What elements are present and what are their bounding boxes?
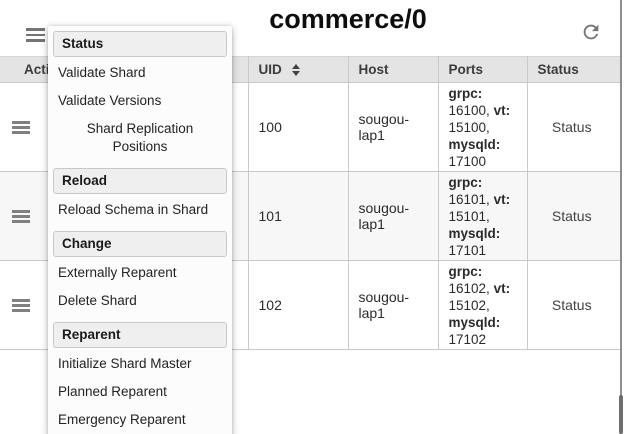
port-value: 16101, [448,191,490,207]
port-value: 17102 [448,331,487,347]
port-value: 17101 [448,242,487,258]
hamburger-menu-icon[interactable] [26,28,45,42]
status-link[interactable]: Status [526,82,620,172]
port-value: 15100, [448,119,490,135]
status-link[interactable]: Status [526,171,620,261]
uid-cell: 100 [247,82,348,172]
menu-section-header-reparent: Reparent [53,322,227,348]
port-value: 17100 [448,153,487,169]
shard-actions-menu: Status Validate Shard Validate Versions … [48,26,232,434]
port-value: 15102, [448,297,490,313]
scrollbar-thumb[interactable] [619,395,623,434]
port-label: grpc: [448,85,483,101]
menu-item-initialize-shard-master[interactable]: Initialize Shard Master [58,356,192,371]
port-label: vt: [493,191,511,207]
host-cell: sougou-lap1 [347,82,438,172]
host-cell: sougou-lap1 [347,260,438,350]
menu-item-validate-versions[interactable]: Validate Versions [58,93,162,108]
port-label: mysqld: [448,314,501,330]
uid-cell: 101 [247,171,348,261]
port-label: mysqld: [448,225,501,241]
refresh-icon[interactable] [580,21,602,43]
scrollbar-track[interactable] [620,0,622,434]
row-actions-menu-icon[interactable] [12,298,30,312]
menu-item-delete-shard[interactable]: Delete Shard [58,293,137,308]
column-header-status: Status [526,56,620,83]
column-header-ports: Ports [437,56,527,83]
sort-icon[interactable] [291,64,300,77]
menu-item-shard-replication-positions[interactable]: Shard Replication Positions [86,121,194,154]
port-label: mysqld: [448,136,501,152]
host-cell: sougou-lap1 [347,171,438,261]
port-label: grpc: [448,263,483,279]
menu-item-planned-reparent[interactable]: Planned Reparent [58,384,167,399]
ports-cell: grpc: 16102, vt: 15102, mysqld: 17102 [437,260,527,350]
menu-section-header-change: Change [53,231,227,257]
refresh-icon [583,24,599,40]
menu-section-header-status: Status [53,31,227,57]
menu-section-header-reload: Reload [53,168,227,194]
page-title: commerce/0 [269,4,427,34]
column-header-host: Host [347,56,438,83]
port-label: grpc: [448,174,483,190]
port-label: vt: [493,102,511,118]
menu-item-validate-shard[interactable]: Validate Shard [58,65,146,80]
menu-item-reload-schema-in-shard[interactable]: Reload Schema in Shard [58,202,209,217]
ports-cell: grpc: 16100, vt: 15100, mysqld: 17100 [437,82,527,172]
port-value: 16102, [448,280,490,296]
column-header-uid-label: UID [258,62,282,77]
uid-cell: 102 [247,260,348,350]
column-header-uid[interactable]: UID [247,56,348,83]
row-actions-menu-icon[interactable] [12,209,30,223]
port-label: vt: [493,280,511,296]
ports-cell: grpc: 16101, vt: 15101, mysqld: 17101 [437,171,527,261]
status-link[interactable]: Status [526,260,620,350]
menu-item-emergency-reparent[interactable]: Emergency Reparent [58,412,186,427]
port-value: 15101, [448,208,490,224]
port-value: 16100, [448,102,490,118]
menu-item-externally-reparent[interactable]: Externally Reparent [58,265,177,280]
row-actions-menu-icon[interactable] [12,120,30,134]
